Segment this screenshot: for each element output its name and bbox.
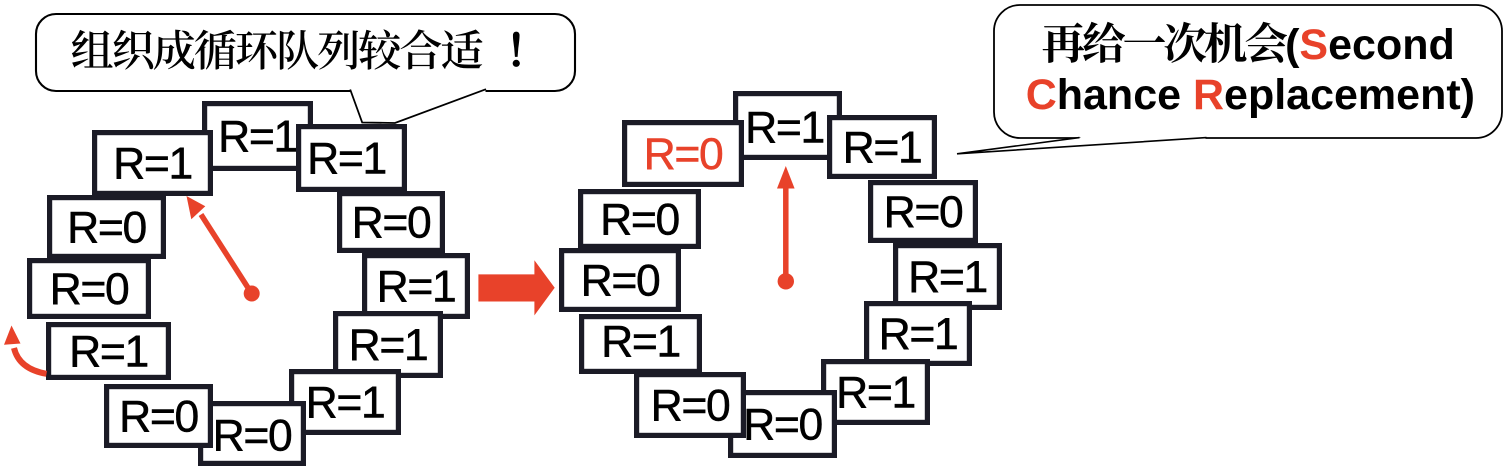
svg-text:R=0: R=0: [581, 257, 660, 306]
svg-text:R=0: R=0: [644, 130, 723, 179]
svg-text:Chance Replacement): Chance Replacement): [1026, 71, 1475, 119]
svg-text:R=1: R=1: [908, 253, 987, 302]
svg-text:(Second: (Second: [1285, 21, 1455, 69]
svg-text:R=1: R=1: [113, 140, 192, 189]
svg-text:R=0: R=0: [119, 393, 198, 442]
svg-text:R=1: R=1: [69, 328, 148, 377]
svg-text:R=0: R=0: [213, 412, 292, 461]
svg-text:R=0: R=0: [67, 204, 146, 253]
svg-text:R=1: R=1: [836, 369, 915, 418]
svg-text:R=0: R=0: [884, 188, 963, 237]
svg-text:R=0: R=0: [50, 265, 129, 314]
svg-text:R=0: R=0: [600, 196, 679, 245]
svg-text:R=0: R=0: [651, 382, 730, 431]
svg-text:R=1: R=1: [349, 321, 428, 370]
svg-text:R=1: R=1: [879, 310, 958, 359]
svg-text:R=1: R=1: [306, 379, 385, 428]
svg-text:R=1: R=1: [377, 263, 456, 312]
svg-text:R=0: R=0: [743, 401, 822, 450]
svg-text:R=1: R=1: [745, 104, 824, 153]
svg-text:R=1: R=1: [307, 135, 386, 184]
svg-text:R=1: R=1: [601, 318, 680, 367]
svg-text:R=1: R=1: [843, 124, 922, 173]
svg-text:R=1: R=1: [218, 113, 297, 162]
svg-text:R=0: R=0: [352, 199, 431, 248]
